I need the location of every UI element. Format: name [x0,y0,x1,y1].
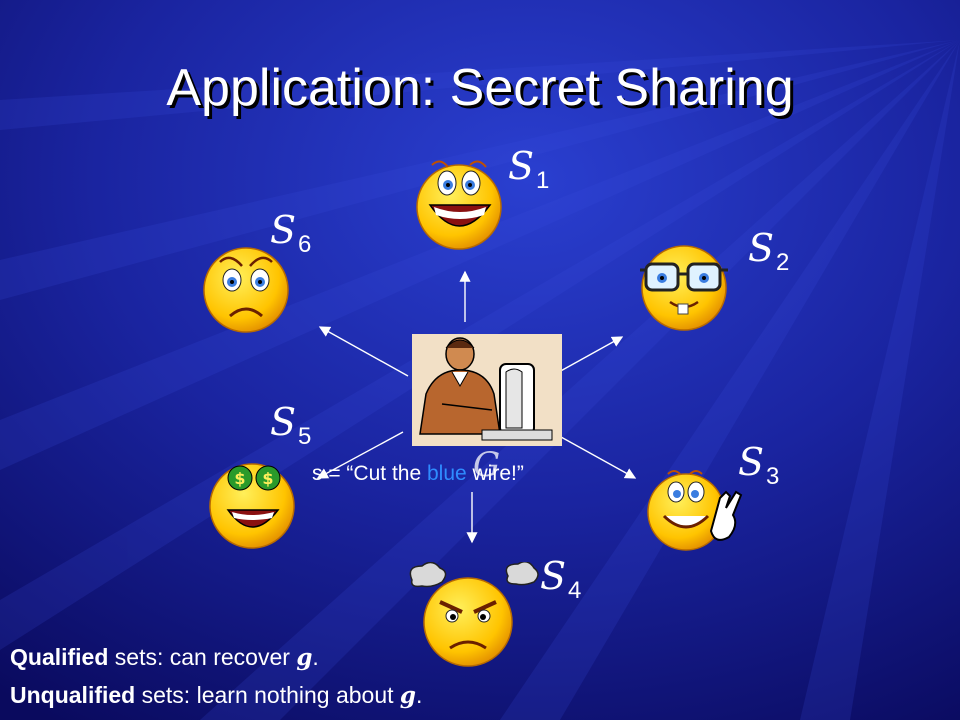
unqualified-caption: Unqualified sets: learn nothing about g. [10,682,423,709]
party-label-s6: S6 [270,208,312,258]
party-label-s1: S1 [508,144,550,194]
peace-sign-face-icon [647,470,743,551]
svg-text:$: $ [262,469,273,488]
laughing-face-icon [416,160,502,250]
qualified-caption: Qualified sets: can recover g. [10,644,319,671]
dealer-label: G [473,445,501,485]
angry-steaming-face-icon [409,562,539,667]
party-label-s4: S4 [540,554,582,604]
money-eyes-face-icon: $ $ [209,463,295,549]
dealer-computer-icon [412,334,562,446]
svg-text:$: $ [234,469,245,488]
party-label-s2: S2 [748,226,790,276]
party-label-s3: S3 [738,440,780,490]
slide-title: Application: Secret Sharing [166,59,794,117]
secret-highlight-word: blue [426,462,467,485]
secret-text: s = “Cut the blue wire!” [312,462,524,485]
party-label-s5: S5 [270,400,312,450]
nerd-glasses-face-icon [640,245,728,331]
sad-face-icon [203,247,289,333]
